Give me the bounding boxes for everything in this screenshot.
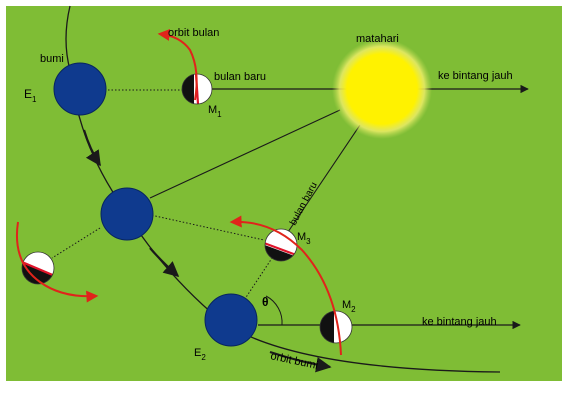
label-e2: E2 (194, 347, 206, 362)
label-m1-sub: 1 (217, 110, 222, 119)
label-distant-star-2: ke bintang jauh (422, 316, 497, 328)
label-m2-main: M (342, 299, 351, 311)
label-m1: M1 (208, 104, 222, 119)
label-m2-sub: 2 (351, 305, 356, 314)
earth-middle (100, 187, 154, 241)
theta-arc (265, 295, 283, 326)
label-m3-main: M (297, 231, 306, 243)
earth-e2 (204, 293, 258, 347)
orbit-direction-arrow-2 (149, 247, 180, 278)
label-m1-main: M (208, 104, 217, 116)
label-e1: E1 (24, 87, 37, 104)
label-m2: M2 (342, 299, 356, 314)
moon-orbit-arrow-m1 (157, 28, 198, 101)
label-m3-sub: 3 (306, 237, 311, 246)
label-m3: M3 (297, 231, 311, 246)
moon-m2 (319, 310, 353, 344)
orbit-direction-arrow-3 (269, 350, 332, 373)
label-e1-main: E (24, 87, 32, 101)
background (6, 6, 562, 381)
moon-orbit-arrow-m3 (229, 215, 342, 356)
dotted-line-e-m3 (127, 209, 265, 241)
moon-left (21, 251, 55, 285)
orbit-direction-arrow-1 (82, 129, 101, 167)
label-moon-orbit: orbit bulan (168, 27, 219, 39)
earth-e1 (53, 62, 107, 116)
label-distant-star-1: ke bintang jauh (438, 70, 513, 82)
label-e2-main: E (194, 347, 201, 359)
dotted-line-e-moon (51, 227, 101, 259)
label-new-moon: bulan baru (214, 71, 266, 83)
label-e1-sub: 1 (32, 95, 37, 104)
dotted-line-e2-m3 (230, 254, 275, 321)
label-earth: bumi (40, 53, 64, 65)
moon-orbit-arrow-left (16, 221, 99, 303)
line-sun-earth (149, 109, 341, 199)
label-sun: matahari (356, 33, 399, 45)
label-theta: θ (262, 295, 269, 309)
line-sun-m3 (287, 124, 361, 233)
sun (332, 39, 432, 139)
label-e2-sub: 2 (201, 353, 206, 362)
